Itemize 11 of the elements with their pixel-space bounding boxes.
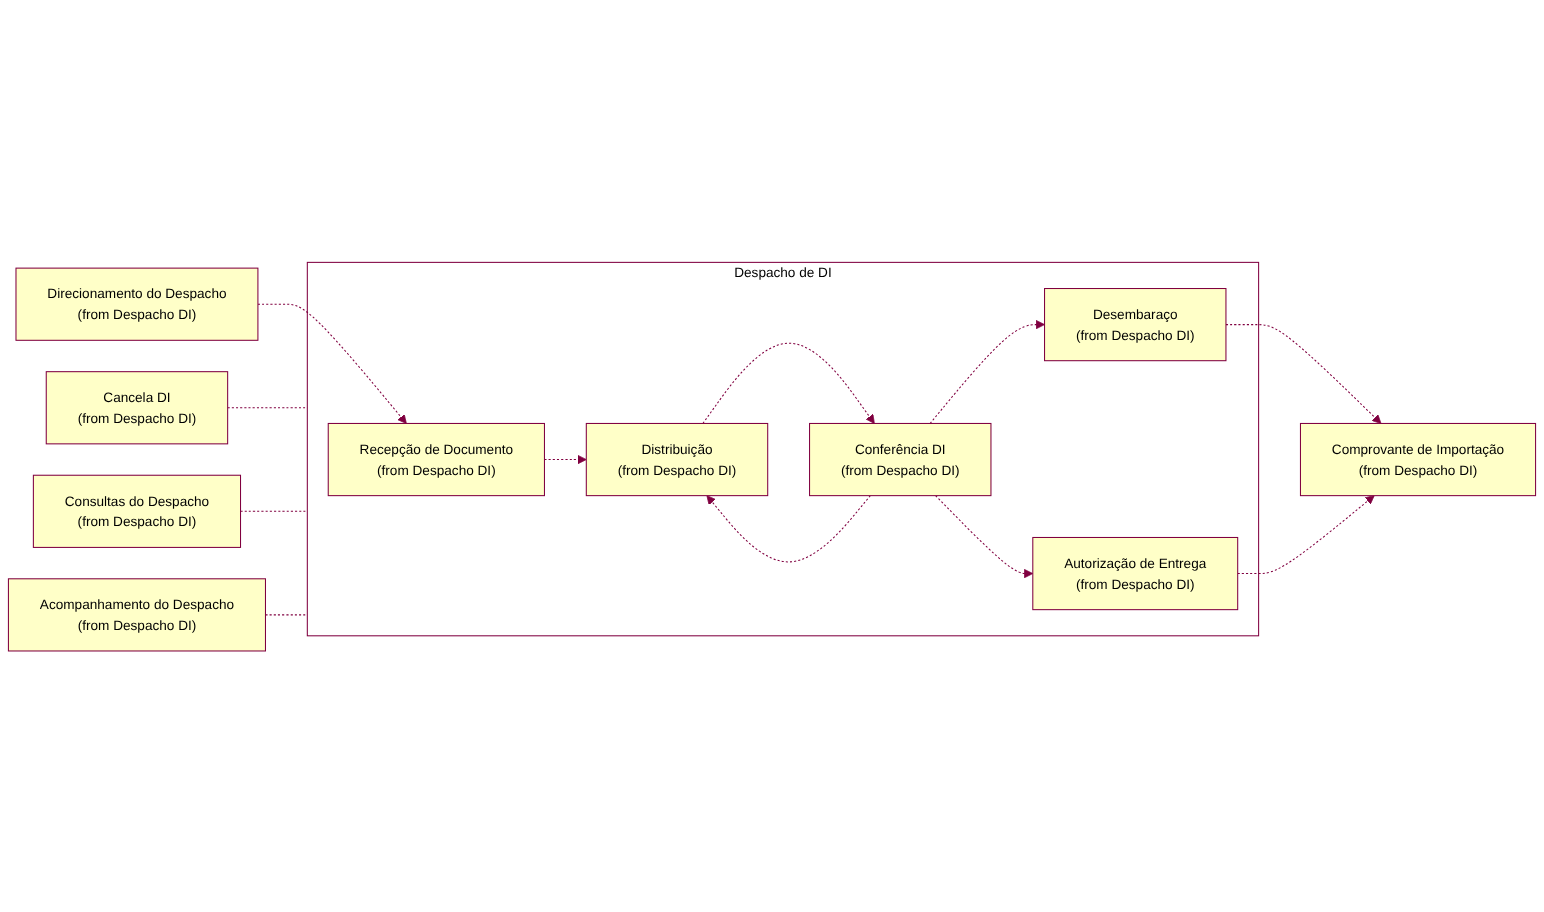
arrow [1225,323,1382,424]
arrow [929,319,1045,424]
arrow [702,342,875,424]
arrow [935,494,1034,578]
arrow [257,303,407,424]
connector [240,510,308,512]
arrow [1237,494,1375,574]
connector [227,406,308,408]
arrow [706,494,871,562]
arrow [543,454,587,464]
connector [264,613,308,615]
